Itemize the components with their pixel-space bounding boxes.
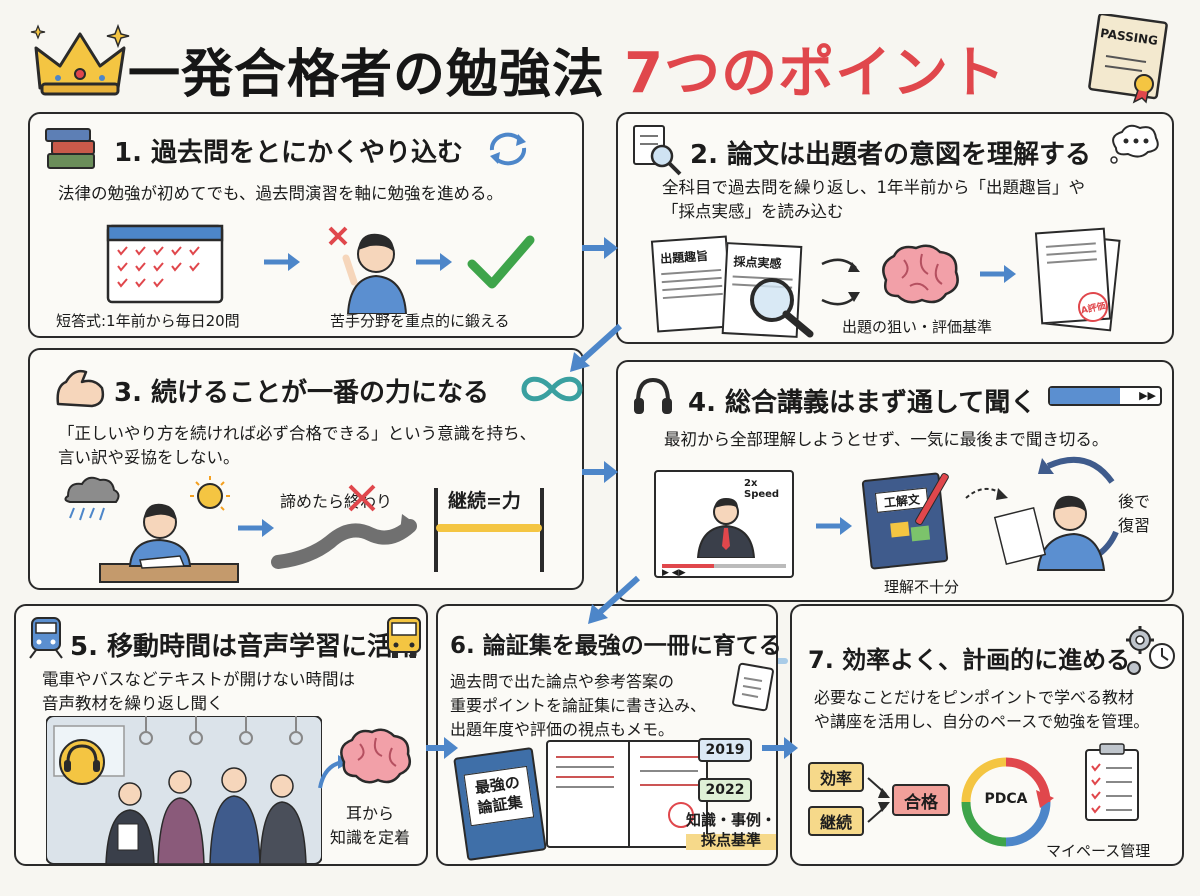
studying-student-icon (64, 476, 239, 583)
progress-bar-icon: ▶▶ (1048, 386, 1162, 406)
muscle-icon (56, 369, 105, 408)
open-notebook (546, 740, 708, 848)
panel-2-caption: 出題の狙い・評価基準 (842, 318, 993, 336)
year-tag-2019: 2019 (698, 738, 752, 762)
page-title-accent: 7つのポイント (624, 41, 1007, 106)
panel-4: 4. 総合講義はまず通して聞く ▶▶ 最初から全部理解しようとせず、一気に最後ま… (616, 360, 1174, 602)
panel-4-title: 4. 総合講義はまず通して聞く (683, 382, 1043, 423)
brain-icon (340, 728, 411, 784)
panel-1-caption-1: 短答式:1年前から毎日20問 (56, 312, 240, 330)
winding-road-icon (271, 484, 417, 569)
argument-book: 最強の 論証集 (453, 746, 547, 862)
doc-intent: 出題趣旨 (650, 235, 734, 333)
brain-icon (882, 244, 959, 304)
flow-arrow-1-2 (582, 237, 618, 259)
tag-pass: 合格 (892, 784, 950, 816)
panel-1-desc: 法律の勉強が初めてでも、過去問演習を軸に勉強を進める。 (58, 184, 504, 203)
video-seek-bar[interactable] (662, 564, 786, 568)
graded-paper-icon: A評価 (1034, 227, 1121, 332)
speed-label: 2x Speed (744, 478, 780, 500)
arrow-icon (416, 253, 452, 271)
checkmark-icon (467, 235, 535, 289)
flow-arrow-2-3 (570, 323, 623, 372)
panel-1-caption-2: 苦手分野を重点的に鍛える (330, 312, 510, 330)
cycle-icon (489, 132, 527, 166)
panel-2-title: 2. 論文は出題者の意図を理解する (685, 134, 1098, 175)
panel-6-note: 知識・事例・ 採点基準 (686, 810, 777, 850)
arrow-icon (238, 519, 274, 537)
panel-1: 1. 過去問をとにかくやり込む 法律の勉強が初めてでも、過去問演習を軸に勉強を進… (28, 112, 584, 338)
panel-5: 5. 移動時間は音声学習に活用 電車やバスなどテキストが開けない時間は 音声教材… (14, 604, 428, 866)
panel-6-title: 6. 論証集を最強の一冊に育てる (446, 626, 788, 664)
arrow-icon (816, 517, 852, 535)
panel-2-desc: 全科目で過去問を繰り返し、1年半前から「出題趣旨」や 「採点実感」を読み込む (662, 178, 1085, 221)
converge-arrows-icon (867, 777, 890, 823)
review-label: 後で 復習 (1118, 492, 1151, 535)
year-tag-2022: 2022 (698, 778, 752, 802)
panel-5-title: 5. 移動時間は音声学習に活用 (65, 626, 426, 667)
panel-6: 6. 論証集を最強の一冊に育てる 過去問で出た論点や参考答案の 重要ポイントを論… (436, 604, 788, 866)
panel-4-desc: 最初から全部理解しようとせず、一気に最後まで聞き切る。 (664, 430, 1109, 449)
panel-3-title: 3. 続けることが一番の力になる (109, 372, 496, 413)
panel-7-title: 7. 効率よく、計画的に進める (803, 640, 1137, 679)
finish-line-icon: 継続=力 (428, 478, 552, 574)
goal-label: 継続=力 (448, 490, 521, 512)
page-title: 一発合格者の勉強法 7つのポイント (128, 28, 1006, 109)
tag-continuity: 継続 (808, 806, 864, 836)
arrow-icon (264, 253, 300, 271)
panel-2: 2. 論文は出題者の意図を理解する 全科目で過去問を繰り返し、1年半前から「出題… (616, 112, 1174, 344)
dashed-arrow-icon (965, 487, 1008, 500)
flow-arrow-6-7 (762, 737, 798, 759)
flow-arrow-3-4 (582, 461, 618, 483)
lecturer-icon (696, 498, 756, 558)
crown-icon (30, 23, 130, 96)
calendar-icon (106, 224, 224, 304)
certificate-icon: PASSING (1088, 12, 1172, 104)
flow-arrow-5-6 (426, 737, 458, 759)
infinity-icon (521, 376, 583, 402)
doc-intent-label: 出題趣旨 (659, 248, 709, 267)
books-icon (45, 128, 95, 169)
review-student-icon (993, 456, 1119, 571)
panel-3: 3. 続けることが一番の力になる 「正しいやり方を続ければ必ず合格できる」という… (28, 348, 584, 590)
train-commuters-icon (46, 716, 322, 864)
pdca-cycle: PDCA (956, 754, 1056, 850)
panel-5-caption: 耳から 知識を定着 (330, 804, 411, 847)
arrow-icon (980, 265, 1016, 283)
video-player[interactable]: 2x Speed ▶ ◀▶ (654, 470, 794, 578)
tag-efficiency: 効率 (808, 762, 864, 792)
panel-3-desc: 「正しいやり方を続ければ必ず合格できる」という意識を持ち、 言い訳や妥協をしない… (58, 424, 537, 467)
panel-1-title: 1. 過去問をとにかくやり込む (109, 132, 470, 173)
panel-5-desc: 電車やバスなどテキストが開けない時間は 音声教材を繰り返し聞く (42, 670, 356, 713)
gear-icon (1126, 626, 1175, 675)
thought-bubble-icon (1110, 124, 1159, 164)
curved-arrows-icon (821, 258, 860, 306)
headphones-icon (634, 377, 672, 414)
panel-7: 7. 効率よく、計画的に進める 必要なことだけをピンポイントで学べる教材 や講座… (790, 604, 1184, 866)
panel-6-desc: 過去問で出た論点や参考答案の 重要ポイントを論証集に書き込み、 出題年度や評価の… (450, 672, 707, 739)
panel-4-caption: 理解不十分 (884, 578, 960, 596)
student-thinking-icon (328, 226, 408, 314)
header: 一発合格者の勉強法 7つのポイント PASSING (0, 0, 1200, 110)
panel-7-caption: マイペース管理 (1046, 842, 1151, 860)
notebook-icon (732, 662, 774, 712)
doc-grading-label: 採点実感 (733, 254, 782, 271)
panel-7-desc: 必要なことだけをピンポイントで学べる教材 や講座を活用し、自分のペースで勉強を管… (814, 688, 1150, 731)
textbook-icon: 工解文 (861, 466, 962, 570)
train-icon (29, 617, 63, 659)
magnifier-icon (633, 125, 682, 176)
magnifier-large-icon (750, 278, 814, 338)
page-title-main: 一発合格者の勉強法 (128, 45, 606, 105)
pdca-label: PDCA (984, 791, 1028, 807)
flow-arrow-4-6 (588, 575, 641, 624)
checklist-icon (1085, 743, 1139, 821)
argument-book-label: 最強の 論証集 (463, 765, 535, 827)
bus-icon (387, 617, 421, 658)
